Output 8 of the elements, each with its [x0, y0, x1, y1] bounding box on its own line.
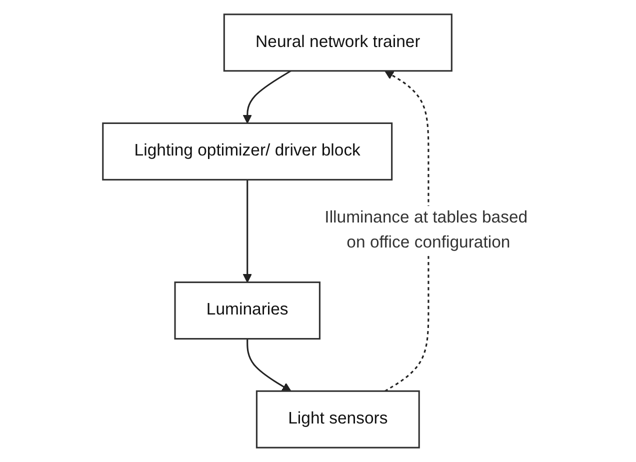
- arrow: [246, 338, 292, 392]
- node-box: Lighting optimizer/ driver block: [102, 122, 393, 180]
- node-box: Light sensors: [256, 390, 420, 448]
- arrow: [242, 180, 252, 283]
- arrow: [242, 70, 292, 124]
- node-box: Neural network trainer: [223, 14, 452, 72]
- node-box: Luminaries: [174, 282, 320, 340]
- edge-label: Illuminance at tables based on office configuration: [324, 209, 528, 252]
